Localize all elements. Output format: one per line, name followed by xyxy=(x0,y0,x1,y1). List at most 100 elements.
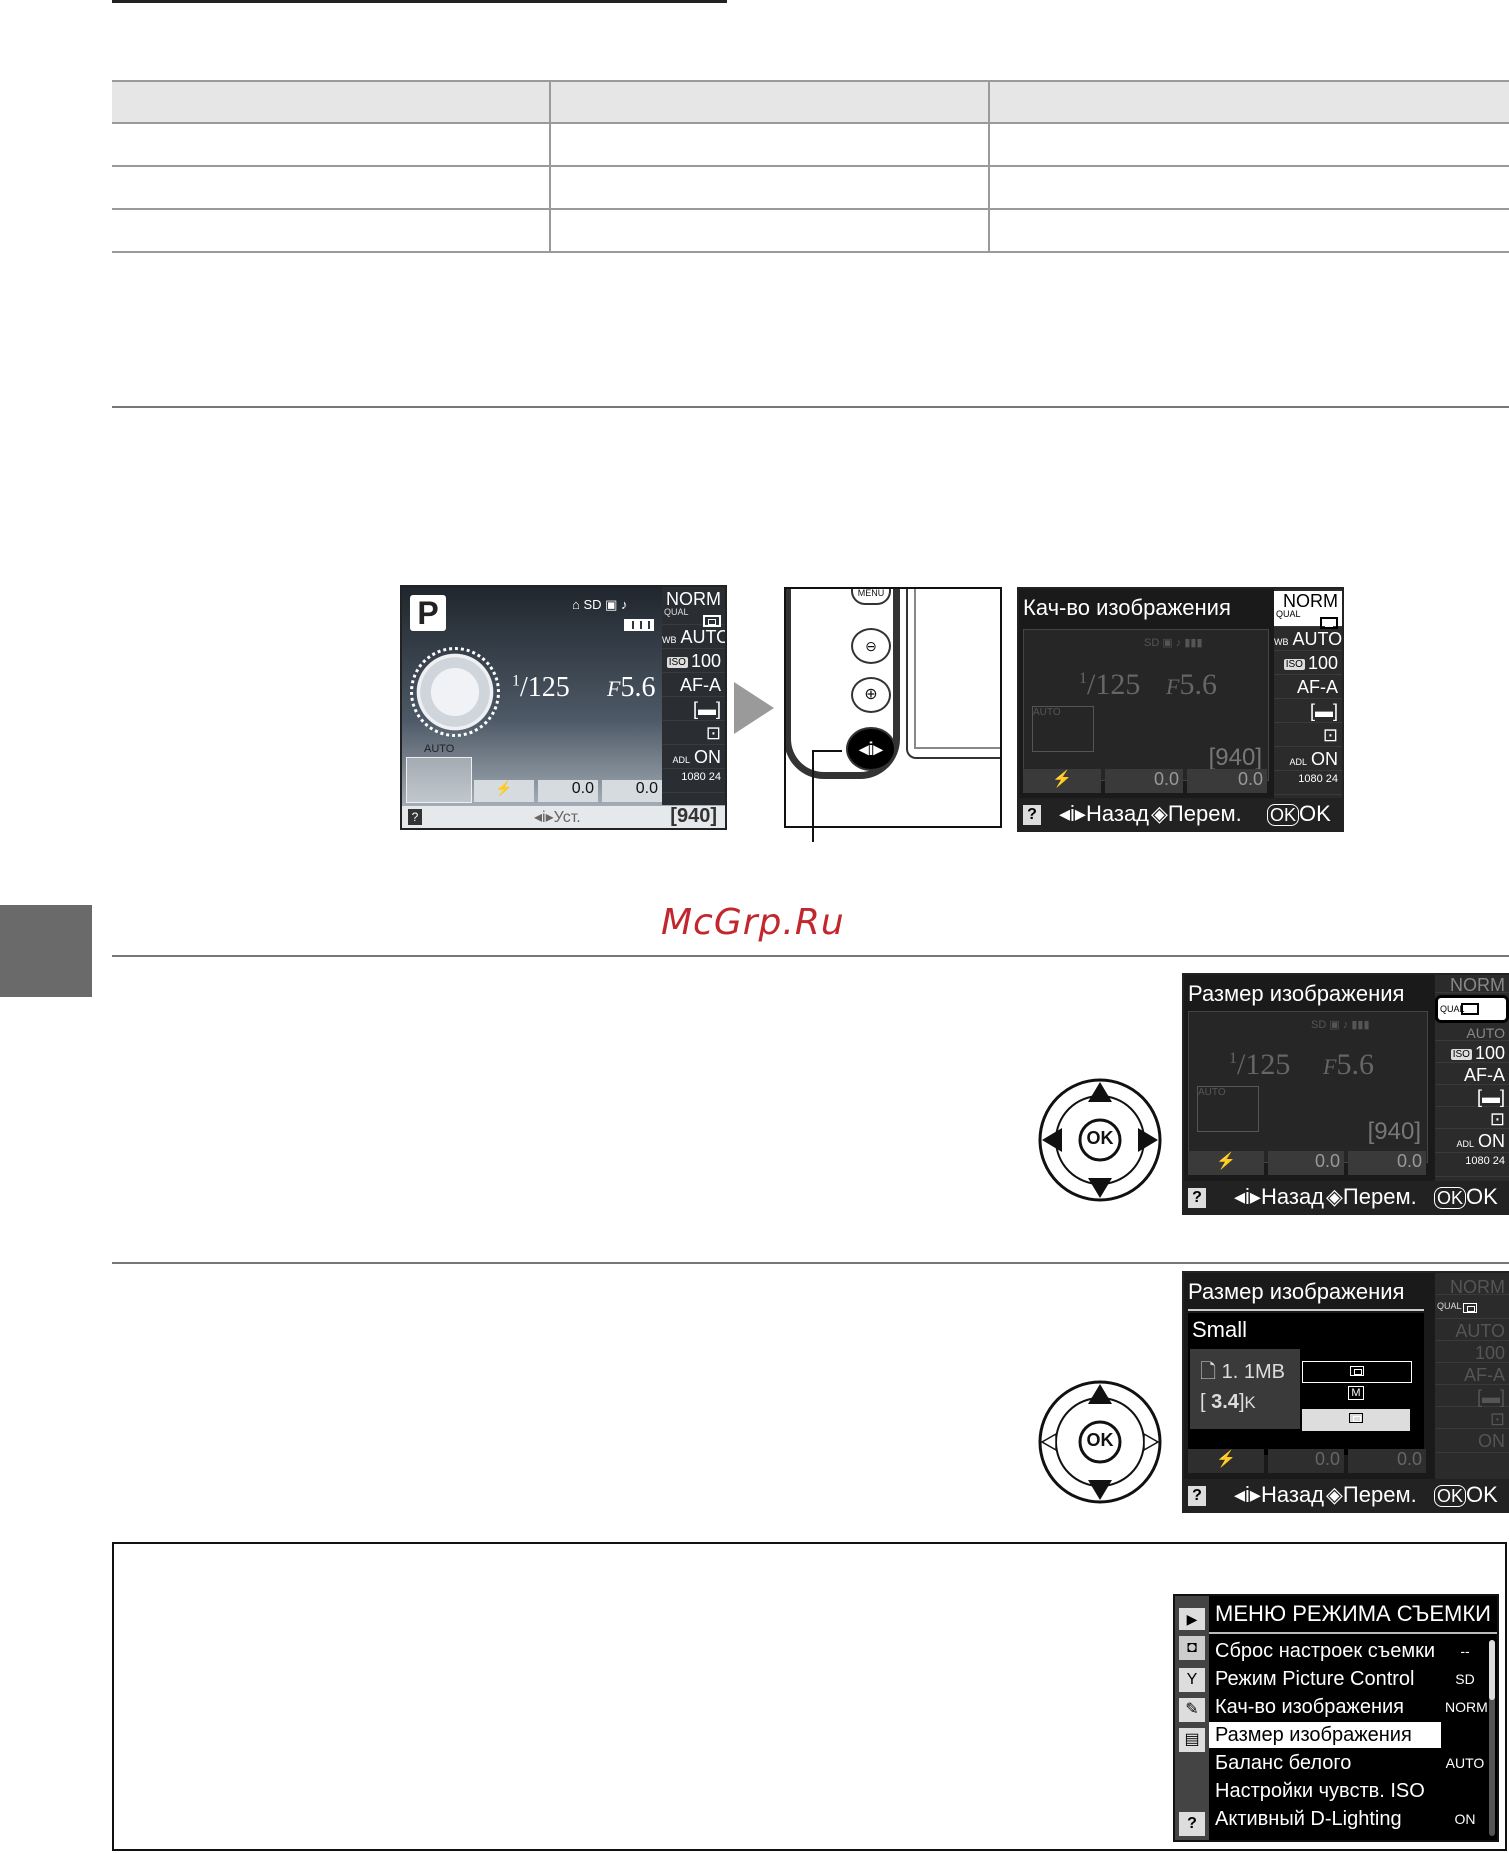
monitor-inner xyxy=(914,589,1000,749)
aperture-graphic xyxy=(410,647,500,737)
menu-scrollbar[interactable] xyxy=(1489,1640,1495,1836)
menu-tabs: ▶ ◘ Y ✎ ▤ ? xyxy=(1175,1596,1209,1840)
menu-item-label: Кач-во изображения xyxy=(1215,1696,1404,1718)
table-row xyxy=(112,123,1509,167)
flash-mode: ⚡ xyxy=(474,780,534,802)
size-option-large[interactable] xyxy=(1302,1361,1412,1383)
table-header-row xyxy=(112,80,1509,124)
menu-item[interactable]: Настройки чувств. ISO xyxy=(1209,1778,1441,1804)
playback-tab-icon[interactable]: ▶ xyxy=(1179,1608,1205,1630)
menu-item-value xyxy=(1445,1778,1485,1804)
camera-back-illustration: MENU ⊖ ⊕ ◂i▸ xyxy=(784,587,1002,828)
set-hint: ◂i▸Уст. xyxy=(534,809,581,826)
af-area-label: AUTO xyxy=(424,743,455,755)
camera-body-outline xyxy=(786,589,900,779)
menu-item-value: -- xyxy=(1460,1643,1470,1659)
help-protect-button-icon: ⊖ xyxy=(851,628,891,664)
option-details: 🗋 1. 1MB [ 3.4]K xyxy=(1190,1349,1300,1429)
setup-tab-icon[interactable]: Y xyxy=(1179,1668,1205,1692)
table-row xyxy=(112,166,1509,210)
spec-table xyxy=(112,80,1509,253)
menu-item-label: Настройки чувств. ISO xyxy=(1215,1780,1425,1802)
info-preview: SD ▣ ♪ ▮▮▮ 1/125 F5.6 AUTO [940] xyxy=(1188,1011,1428,1163)
shooting-tab-icon[interactable]: ◘ xyxy=(1179,1636,1205,1660)
watermark: McGrp.Ru xyxy=(661,902,845,943)
multi-selector-up-down-icon: OK xyxy=(1038,1380,1162,1504)
menu-item[interactable]: Режим Picture Control xyxy=(1209,1666,1441,1692)
size-highlight: QUAL xyxy=(1435,995,1509,1023)
table-row xyxy=(112,209,1509,253)
heading-underline xyxy=(112,0,727,3)
menu-item[interactable]: Активный D-Lighting xyxy=(1209,1806,1441,1832)
help-icon: ? xyxy=(1188,1188,1206,1208)
menu-item-value: AUTO xyxy=(1445,1755,1485,1771)
selected-option-name: Small xyxy=(1192,1317,1248,1342)
menu-item[interactable]: Сброс настроек съемки xyxy=(1209,1638,1441,1664)
arrow-right-icon xyxy=(734,682,774,734)
info-preview: SD ▣ ♪ ▮▮▮ 1/125 F5.6 AUTO [940] xyxy=(1023,629,1269,781)
help-icon[interactable]: ? xyxy=(1179,1812,1205,1836)
screen-title: Размер изображения xyxy=(1188,1279,1405,1304)
menu-item[interactable]: Размер изображения xyxy=(1209,1722,1441,1748)
shots-remaining: [940] xyxy=(670,805,717,827)
monitor-outline xyxy=(906,589,1000,759)
recent-tab-icon[interactable]: ▤ xyxy=(1179,1728,1205,1752)
section-divider xyxy=(112,955,1509,957)
multi-selector-icon: OK xyxy=(1038,1078,1162,1202)
callout-line xyxy=(812,750,814,842)
shooting-menu-screen: ▶ ◘ Y ✎ ▤ ? МЕНЮ РЕЖИМА СЪЕМКИ Сброс нас… xyxy=(1173,1594,1499,1842)
info-display-screen: P ⌂ SD ▣ ♪ 1/125 F5.6 AUTO ⚡ 0.0 0.0 ? ◂… xyxy=(400,585,727,830)
menu-item-value: ON xyxy=(1454,1811,1476,1827)
quality-screen: Кач-во изображения SD ▣ ♪ ▮▮▮ 1/125 F5.6… xyxy=(1017,587,1344,832)
info-bottom-bar: ? ◂i▸Уст. [940] xyxy=(402,805,725,828)
menu-item-label: Режим Picture Control xyxy=(1215,1668,1415,1690)
ok-label: OK xyxy=(1086,1128,1114,1148)
image-size-options-screen: Размер изображения Small 🗋 1. 1MB [ 3.4]… xyxy=(1182,1271,1509,1513)
zoom-in-button-icon: ⊕ xyxy=(851,677,891,713)
ok-label: OK xyxy=(1086,1430,1114,1450)
menu-list: Сброс настроек съемки -- Режим Picture Con… xyxy=(1209,1634,1488,1840)
title-underline xyxy=(1188,1309,1424,1311)
mode-p-icon: P xyxy=(410,595,446,631)
help-icon: ? xyxy=(1023,805,1041,825)
menu-item-value: NORM xyxy=(1445,1699,1488,1715)
flash-comp: 0.0 xyxy=(538,780,598,802)
right-column: NORM QUAL AUTO 100 AF-A [▬] ⊡ ON xyxy=(1435,1273,1509,1479)
menu-item-label: Баланс белого xyxy=(1215,1752,1352,1774)
screen-title: Кач-во изображения xyxy=(1023,595,1231,620)
menu-item-value xyxy=(1445,1722,1485,1748)
size-option-medium[interactable]: M xyxy=(1302,1386,1410,1405)
callout-line xyxy=(812,750,842,752)
image-size-screen: Размер изображения SD ▣ ♪ ▮▮▮ 1/125 F5.6… xyxy=(1182,973,1509,1215)
option-panel: Small 🗋 1. 1MB [ 3.4]K M xyxy=(1188,1313,1424,1455)
menu-item-label: Размер изображения xyxy=(1215,1724,1412,1746)
retouch-tab-icon[interactable]: ✎ xyxy=(1179,1698,1205,1722)
section-divider xyxy=(112,406,1509,408)
shutter-speed: 1/125 xyxy=(512,672,570,703)
section-divider xyxy=(112,1262,1509,1264)
menu-item-label: Сброс настроек съемки xyxy=(1215,1640,1435,1662)
menu-title: МЕНЮ РЕЖИМА СЪЕМКИ xyxy=(1209,1596,1497,1634)
screen-title: Размер изображения xyxy=(1188,981,1405,1006)
picture-control-status: ⌂ SD ▣ ♪ xyxy=(572,597,628,612)
info-button-icon: ◂i▸ xyxy=(846,727,896,771)
af-area-grid xyxy=(406,757,472,803)
battery-icon xyxy=(624,619,654,631)
menu-item[interactable]: Кач-во изображения xyxy=(1209,1694,1441,1720)
help-icon: ? xyxy=(408,809,422,825)
menu-item[interactable]: Баланс белого xyxy=(1209,1750,1441,1776)
chapter-side-tab xyxy=(0,905,92,997)
menu-button-icon: MENU xyxy=(851,589,891,605)
menu-item-value: SD xyxy=(1455,1671,1475,1687)
note-box xyxy=(112,1542,1507,1851)
exposure-comp: 0.0 xyxy=(602,780,662,802)
menu-item-label: Активный D-Lighting xyxy=(1215,1808,1402,1830)
size-option-small[interactable] xyxy=(1302,1409,1410,1431)
help-icon: ? xyxy=(1188,1486,1206,1506)
